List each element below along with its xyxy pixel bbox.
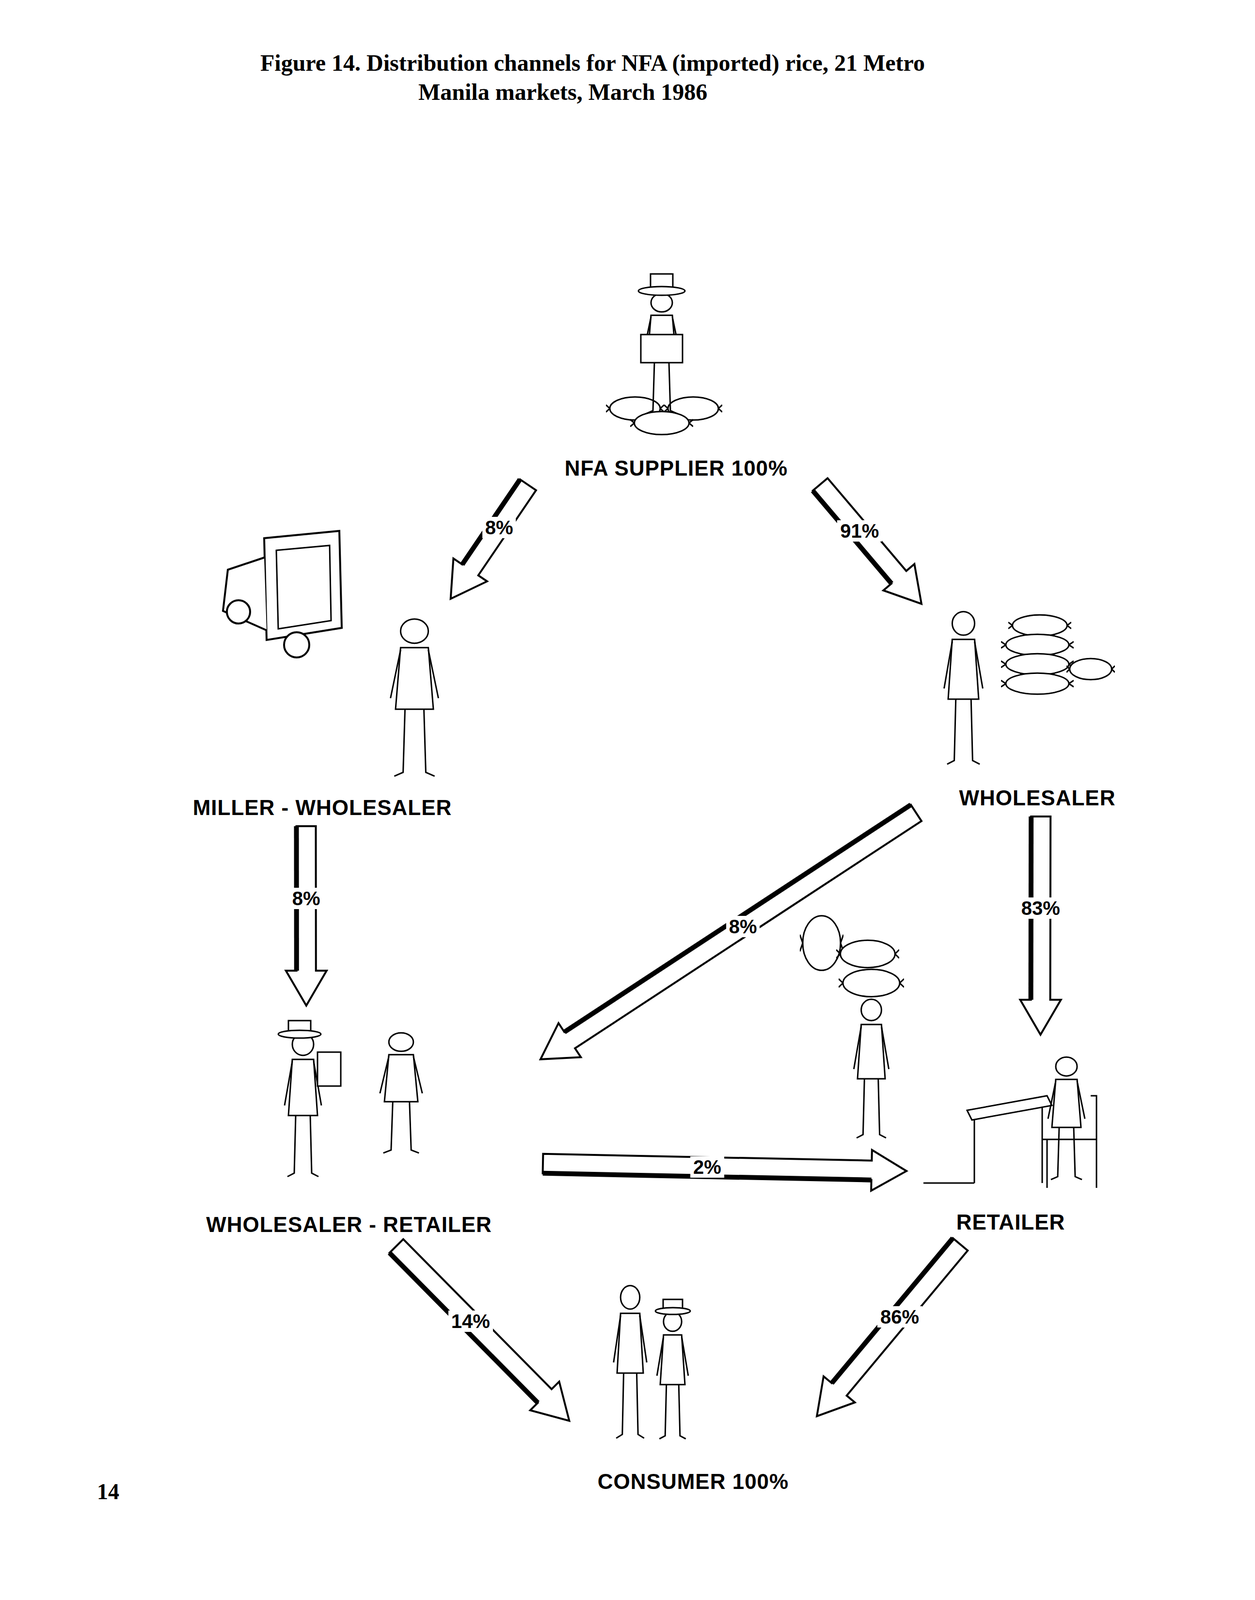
- node-label: MILLER - WHOLESALER: [192, 795, 453, 820]
- arrow-outline: [816, 1238, 968, 1416]
- flow-arrow: [816, 1238, 968, 1416]
- share-label: 8%: [482, 516, 517, 539]
- porter: [853, 999, 889, 1138]
- rice-sack: [1066, 658, 1115, 680]
- node-label: CONSUMER 100%: [597, 1469, 789, 1494]
- node-label: WHOLESALER: [959, 786, 1116, 810]
- channel-node: WHOLESALER - RETAILER: [159, 1008, 539, 1237]
- arrow-shadow-line: [564, 804, 911, 1033]
- flow-arrow: [540, 804, 922, 1060]
- node-label: NFA SUPPLIER 100%: [564, 456, 788, 480]
- rice-sack: [1008, 614, 1072, 636]
- rice-sack: [838, 969, 905, 997]
- walking-man: [944, 611, 984, 765]
- share-label: 2%: [690, 1156, 725, 1178]
- arrow-shadow-line: [831, 1238, 954, 1383]
- truck-cab: [222, 557, 267, 631]
- wheel: [226, 600, 251, 624]
- share-label: 14%: [448, 1310, 493, 1332]
- hat-brim: [278, 1030, 321, 1038]
- share-label: 91%: [837, 520, 882, 542]
- standing-man: [380, 1032, 423, 1153]
- channel-node: RETAILER: [911, 1037, 1111, 1234]
- woman: [613, 1285, 647, 1439]
- desk-top: [967, 1095, 1052, 1120]
- flow-arrow: [1020, 816, 1062, 1035]
- flow-arrow: [542, 1149, 907, 1191]
- wholesaler-retailer-figures: [278, 1020, 423, 1177]
- porter-figure: [799, 915, 905, 1138]
- arrow-outline: [540, 804, 922, 1060]
- node-label: RETAILER: [956, 1210, 1066, 1234]
- arrow-outline: [1020, 816, 1062, 1035]
- desk-legs: [923, 1107, 1043, 1183]
- man: [656, 1311, 689, 1439]
- arrow-outline: [542, 1149, 907, 1191]
- channel-node: WHOLESALER: [921, 605, 1154, 810]
- page-number: 14: [96, 1478, 120, 1505]
- walking-man: [390, 619, 439, 777]
- share-label: 8%: [289, 887, 324, 909]
- node-label: WHOLESALER - RETAILER: [206, 1212, 493, 1237]
- seated-retailer: [1048, 1056, 1085, 1180]
- arrow-shadow-line: [389, 1252, 538, 1403]
- flow-arrow: [285, 826, 327, 1006]
- rice-sack: [630, 411, 694, 435]
- truck-opening: [276, 545, 332, 629]
- arrow-outline: [389, 1239, 570, 1421]
- hat-brim: [655, 1307, 691, 1315]
- rice-sack: [836, 939, 900, 968]
- consumer-figures: [613, 1285, 691, 1439]
- share-label: 8%: [726, 915, 761, 938]
- truck-box: [264, 530, 342, 640]
- flow-arrow: [450, 479, 537, 599]
- man-with-list: [284, 1032, 322, 1177]
- figure-title: Figure 14. Distribution channels for NFA…: [260, 48, 959, 107]
- hat-brim: [638, 286, 685, 296]
- ledger: [640, 334, 683, 363]
- rice-sack: [1000, 672, 1074, 694]
- arrow-outline: [812, 477, 922, 604]
- rice-sack: [1000, 634, 1074, 655]
- wheel: [284, 632, 310, 658]
- flow-arrow: [812, 477, 922, 604]
- miller-figure: [222, 530, 439, 777]
- arrow-shadow-line: [812, 490, 892, 584]
- channel-node: MILLER - WHOLESALER: [159, 601, 485, 820]
- supplier-figure: [605, 273, 723, 435]
- arrow-shadow-line: [462, 479, 521, 565]
- share-label: 83%: [1018, 897, 1064, 919]
- wholesaler-figure: [944, 611, 1115, 765]
- arrow-outline: [285, 826, 327, 1006]
- rice-sack: [1000, 653, 1074, 675]
- channel-node: NFA SUPPLIER 100%: [518, 269, 834, 480]
- arrow-outline: [450, 479, 537, 599]
- rice-sack: [799, 915, 844, 971]
- share-label: 86%: [877, 1305, 922, 1328]
- retailer-figure: [923, 1056, 1097, 1188]
- channel-node: CONSUMER 100%: [571, 1274, 815, 1494]
- paper: [317, 1051, 341, 1086]
- flow-arrow: [389, 1239, 570, 1421]
